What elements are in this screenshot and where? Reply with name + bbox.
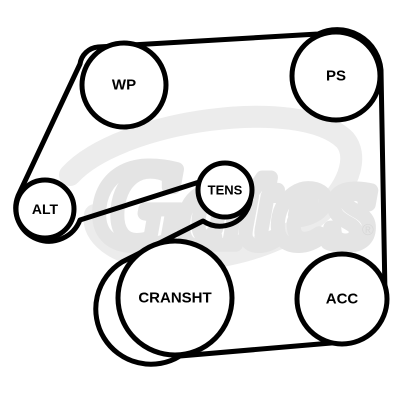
pulley-alt: ALT [13,177,77,241]
pulley-ps-label: PS [326,68,346,85]
pulley-acc: ACC [294,251,390,347]
pulley-tens-label: TENS [208,183,243,198]
pulley-wp: WP [79,40,169,130]
pulley-cranksht-label: CRANSHT [138,290,211,307]
pulley-wp-label: WP [112,77,136,94]
pulley-acc-label: ACC [326,291,359,308]
pulley-alt-label: ALT [32,201,59,217]
pulley-cranksht: CRANSHT [115,238,235,358]
pulley-tens: TENS [195,160,255,220]
pulley-ps: PS [289,29,383,123]
watermark-registered-mark: ® [362,222,374,239]
